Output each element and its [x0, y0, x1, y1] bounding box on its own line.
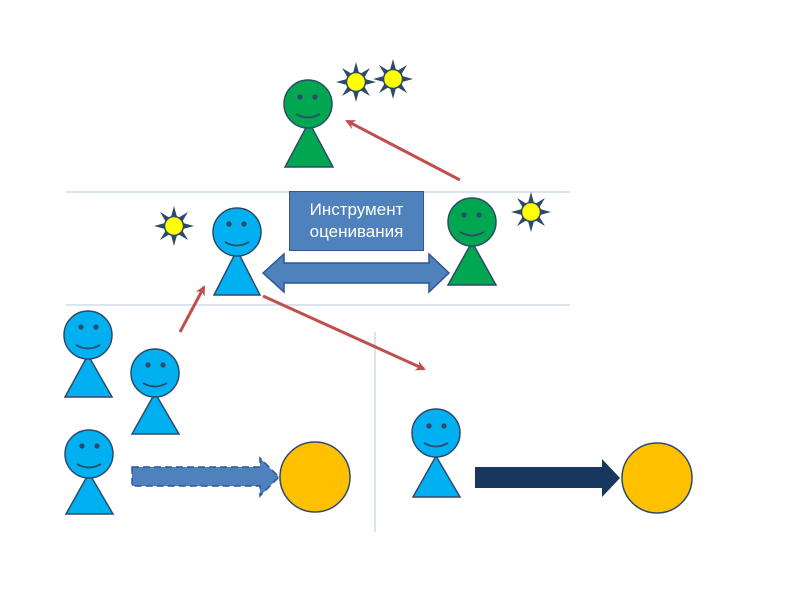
person-bottom-right — [411, 408, 462, 498]
solid-arrow — [475, 459, 620, 497]
star-icon — [510, 191, 552, 233]
transition-arrow-down — [262, 294, 426, 371]
person-bottom-left-2 — [130, 348, 181, 435]
person-bottom-left-1 — [63, 310, 114, 398]
label-line-1: Инструмент — [309, 200, 404, 219]
label-line-2: оценивания — [309, 222, 404, 241]
assessment-tool-label: Инструмент оценивания — [289, 191, 424, 251]
person-middle-green — [446, 197, 498, 286]
star-icon — [372, 58, 414, 100]
promotion-arrow-up — [178, 285, 206, 333]
person-bottom-left-3 — [64, 429, 115, 515]
star-icon — [153, 205, 195, 247]
double-arrow — [261, 252, 451, 294]
dashed-arrow — [131, 456, 281, 498]
person-middle-blue — [212, 207, 262, 296]
person-top-green — [283, 79, 335, 168]
goal-circle-left — [279, 441, 351, 513]
goal-circle-right — [621, 442, 693, 514]
star-icon — [335, 61, 377, 103]
promotion-arrow-top — [345, 119, 461, 182]
